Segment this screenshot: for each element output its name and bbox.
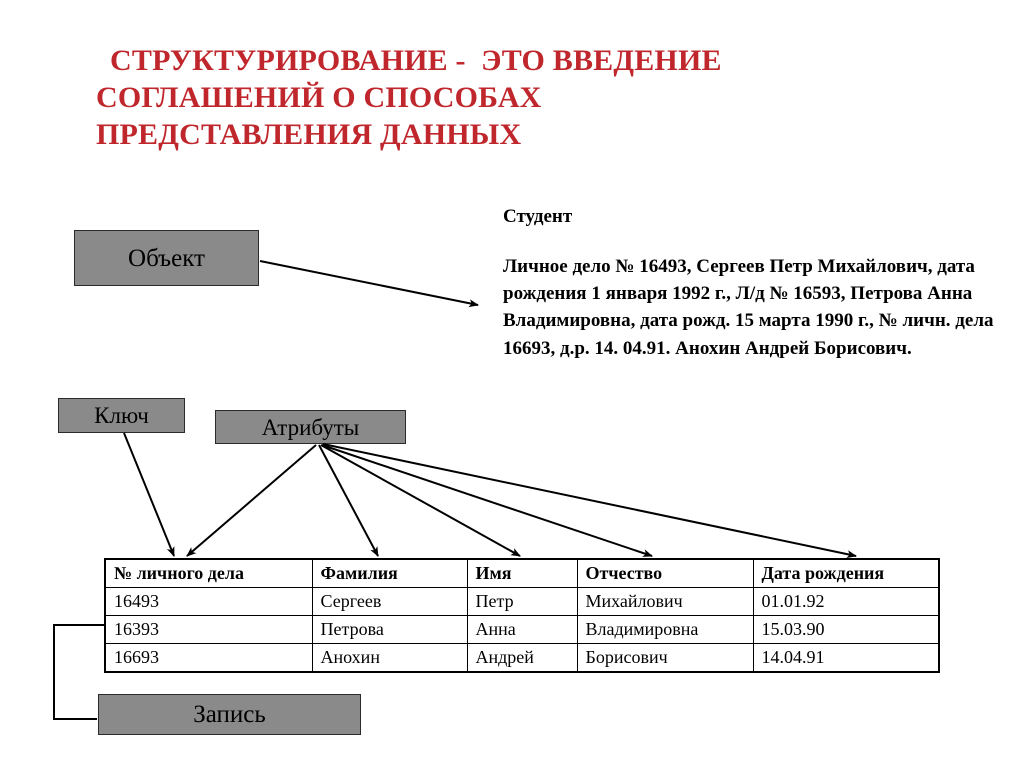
table-header-cell: Имя — [466, 558, 578, 588]
table-header-cell: № личного дела — [104, 558, 313, 588]
page-title: СТРУКТУРИРОВАНИЕ - ЭТО ВВЕДЕНИЕ СОГЛАШЕН… — [96, 42, 956, 153]
table-cell: 16393 — [104, 615, 313, 644]
label-box-key[interactable]: Ключ — [58, 398, 185, 433]
label-box-object[interactable]: Объект — [74, 230, 259, 286]
table-cell: Петрова — [311, 615, 468, 644]
table-cell: Владимировна — [576, 615, 754, 644]
page-title-line-2: СОГЛАШЕНИЙ О СПОСОБАХ — [96, 81, 542, 114]
table-cell: Борисович — [576, 643, 754, 673]
table-cell: Анна — [466, 615, 578, 644]
label-box-object-text: Объект — [128, 244, 205, 272]
page-title-line-1: СТРУКТУРИРОВАНИЕ - ЭТО ВВЕДЕНИЕ — [110, 44, 722, 77]
table-cell: 14.04.91 — [752, 643, 940, 673]
table-cell: 15.03.90 — [752, 615, 940, 644]
arrow-attributes-to-column-1 — [186, 444, 317, 557]
arrow-object-to-prose — [259, 260, 479, 308]
arrow-key-to-id-column — [123, 432, 175, 557]
table-cell: 16493 — [104, 587, 313, 616]
arrow-attributes-to-column-3 — [320, 444, 521, 557]
label-box-record[interactable]: Запись — [98, 694, 361, 735]
table-row: 16493 Сергеев Петр Михайлович 01.01.92 — [104, 587, 940, 616]
prose-heading: Студент — [503, 206, 573, 227]
table-row: 16693 Анохин Андрей Борисович 14.04.91 — [104, 643, 940, 673]
table-row: 16393 Петрова Анна Владимировна 15.03.90 — [104, 615, 940, 644]
table-header-row: № личного дела Фамилия Имя Отчество Дата… — [104, 558, 940, 588]
label-box-attributes-text: Атрибуты — [261, 414, 360, 440]
page-title-line-3: ПРЕДСТАВЛЕНИЯ ДАННЫХ — [96, 118, 522, 151]
table-cell: Петр — [466, 587, 578, 616]
table-cell: Андрей — [466, 643, 578, 673]
table-cell: 01.01.92 — [752, 587, 940, 616]
table-header-cell: Отчество — [576, 558, 754, 588]
label-box-key-text: Ключ — [94, 403, 149, 428]
table-header-cell: Дата рождения — [752, 558, 940, 588]
prose-body-text: Личное дело № 16493, Сергеев Петр Михайл… — [503, 256, 994, 359]
arrow-attributes-to-column-4 — [321, 444, 653, 557]
table-cell: Михайлович — [576, 587, 754, 616]
label-box-record-text: Запись — [193, 701, 266, 728]
arrow-attributes-to-column-5 — [322, 443, 857, 559]
table-cell: 16693 — [104, 643, 313, 673]
table-cell: Сергеев — [311, 587, 468, 616]
student-data-table: № личного дела Фамилия Имя Отчество Дата… — [104, 558, 940, 673]
table-cell: Анохин — [311, 643, 468, 673]
table-header-cell: Фамилия — [311, 558, 468, 588]
label-box-attributes[interactable]: Атрибуты — [215, 410, 406, 444]
arrow-attributes-to-column-2 — [318, 444, 379, 557]
